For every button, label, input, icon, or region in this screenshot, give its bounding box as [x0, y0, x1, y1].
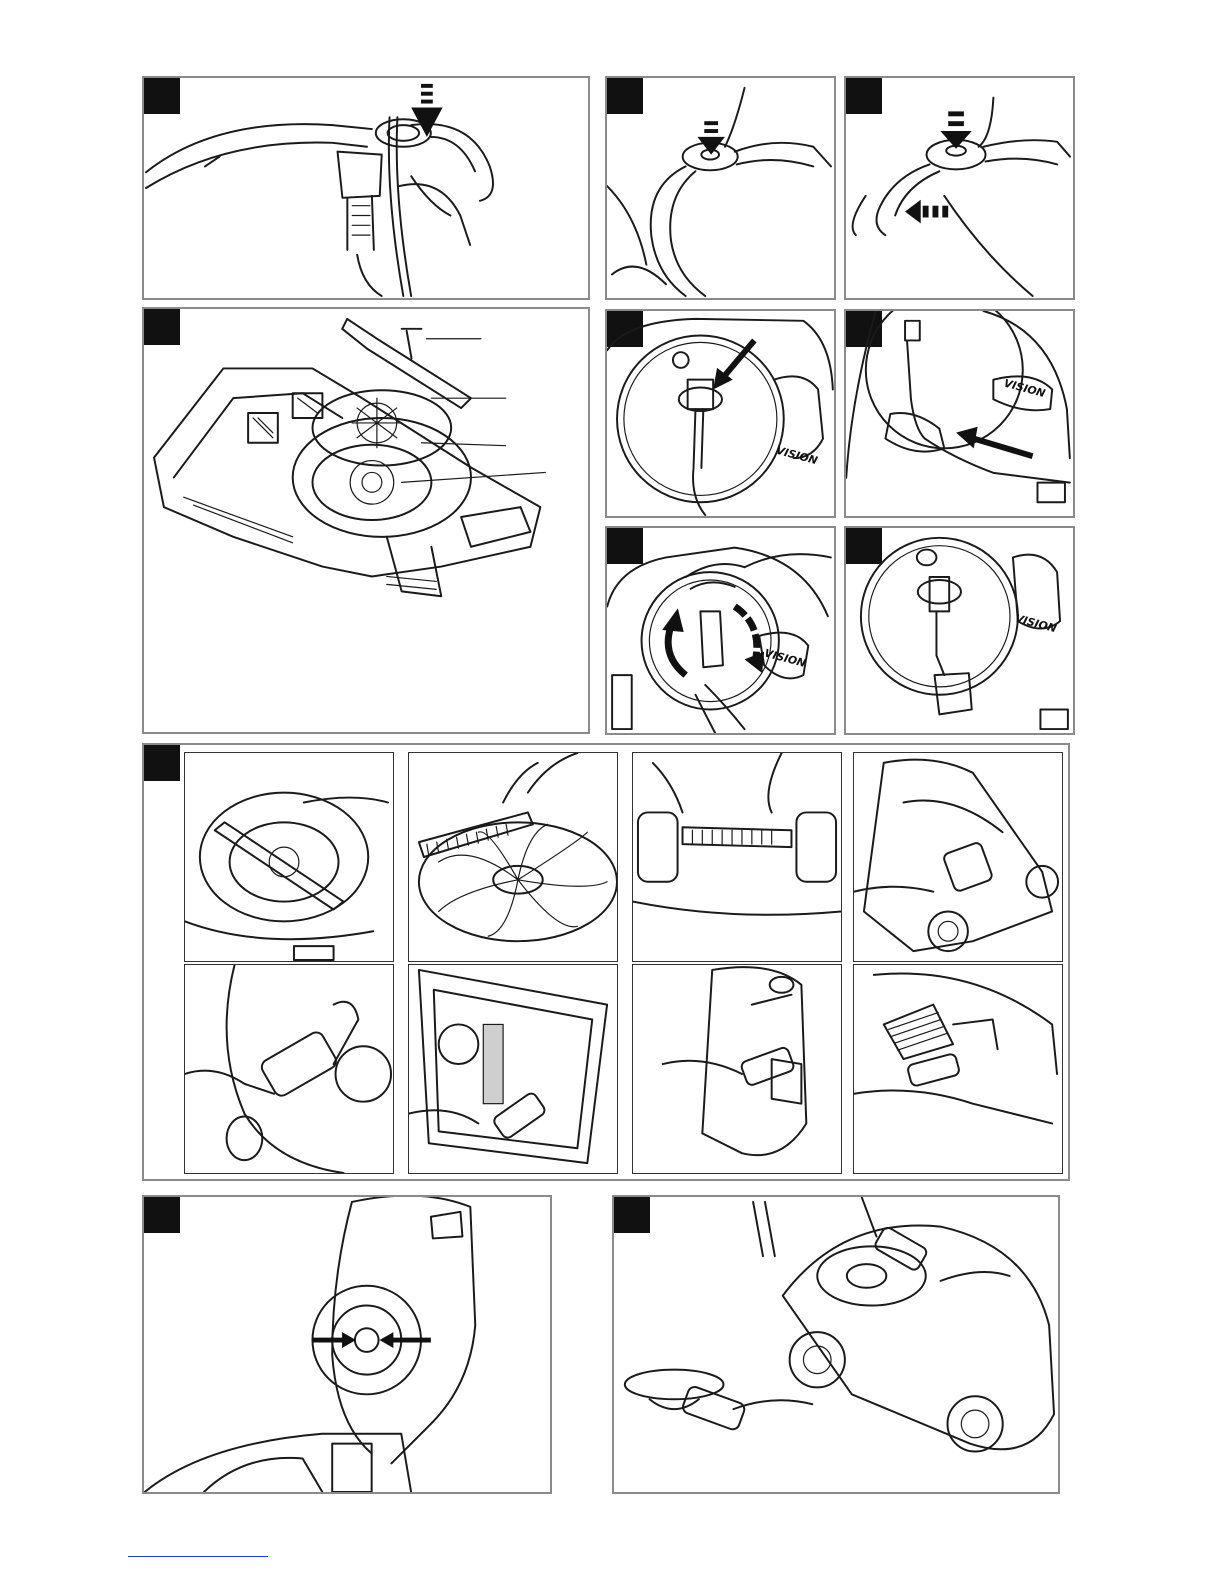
rotate-arrows-icon — [662, 606, 764, 675]
panel-1-cable-hook — [142, 76, 590, 300]
cleaning-step-fan — [408, 752, 618, 962]
panel-7-rotate-lock: VISION — [605, 526, 836, 735]
panel-9-cleaning — [142, 743, 1070, 1181]
arrow-solid-icon — [312, 1332, 430, 1348]
cleaning-step-handle — [184, 964, 394, 1174]
brand-logo: VISION — [1014, 612, 1058, 635]
blade-assembly-illustration — [144, 309, 588, 732]
panel-4-blade-assembly — [142, 307, 590, 734]
arrow-down-dashed-icon — [697, 121, 725, 154]
footer-link-underline — [128, 1556, 268, 1557]
final-clean-illustration — [614, 1197, 1058, 1492]
cleaning-step-housing — [632, 964, 842, 1174]
panel-3-handle-release — [844, 76, 1075, 300]
rotate-lock-illustration: VISION — [607, 528, 834, 733]
handle-release-illustration — [846, 78, 1073, 298]
arrow-down-dashed-icon — [940, 111, 971, 148]
brand-logo: VISION — [775, 444, 819, 467]
cable-routing-illustration: VISION — [846, 311, 1073, 516]
panel-10-motor-housing — [142, 1195, 552, 1494]
cable-plug-illustration: VISION — [607, 311, 834, 516]
handle-cable-illustration — [144, 78, 588, 298]
panel-2-handle-lever — [605, 76, 836, 300]
plug-secured-illustration: VISION — [846, 528, 1073, 733]
arrow-solid-icon — [713, 340, 754, 389]
step-number-badge — [144, 745, 180, 781]
motor-housing-illustration — [144, 1197, 550, 1492]
cleaning-step-blade — [184, 752, 394, 962]
cleaning-step-rear — [853, 964, 1063, 1174]
panel-11-final-clean — [612, 1195, 1060, 1494]
panel-5-cable-plug: VISION — [605, 309, 836, 518]
cleaning-step-grassbox — [408, 964, 618, 1174]
panel-6-cable-routing: VISION — [844, 309, 1075, 518]
handle-lever-illustration — [607, 78, 834, 298]
arrow-left-dashed-icon — [905, 200, 948, 224]
cleaning-step-wheels — [632, 752, 842, 962]
panel-8-plug-secured: VISION — [844, 526, 1075, 735]
cleaning-step-deck — [853, 752, 1063, 962]
brand-logo: VISION — [763, 647, 807, 670]
